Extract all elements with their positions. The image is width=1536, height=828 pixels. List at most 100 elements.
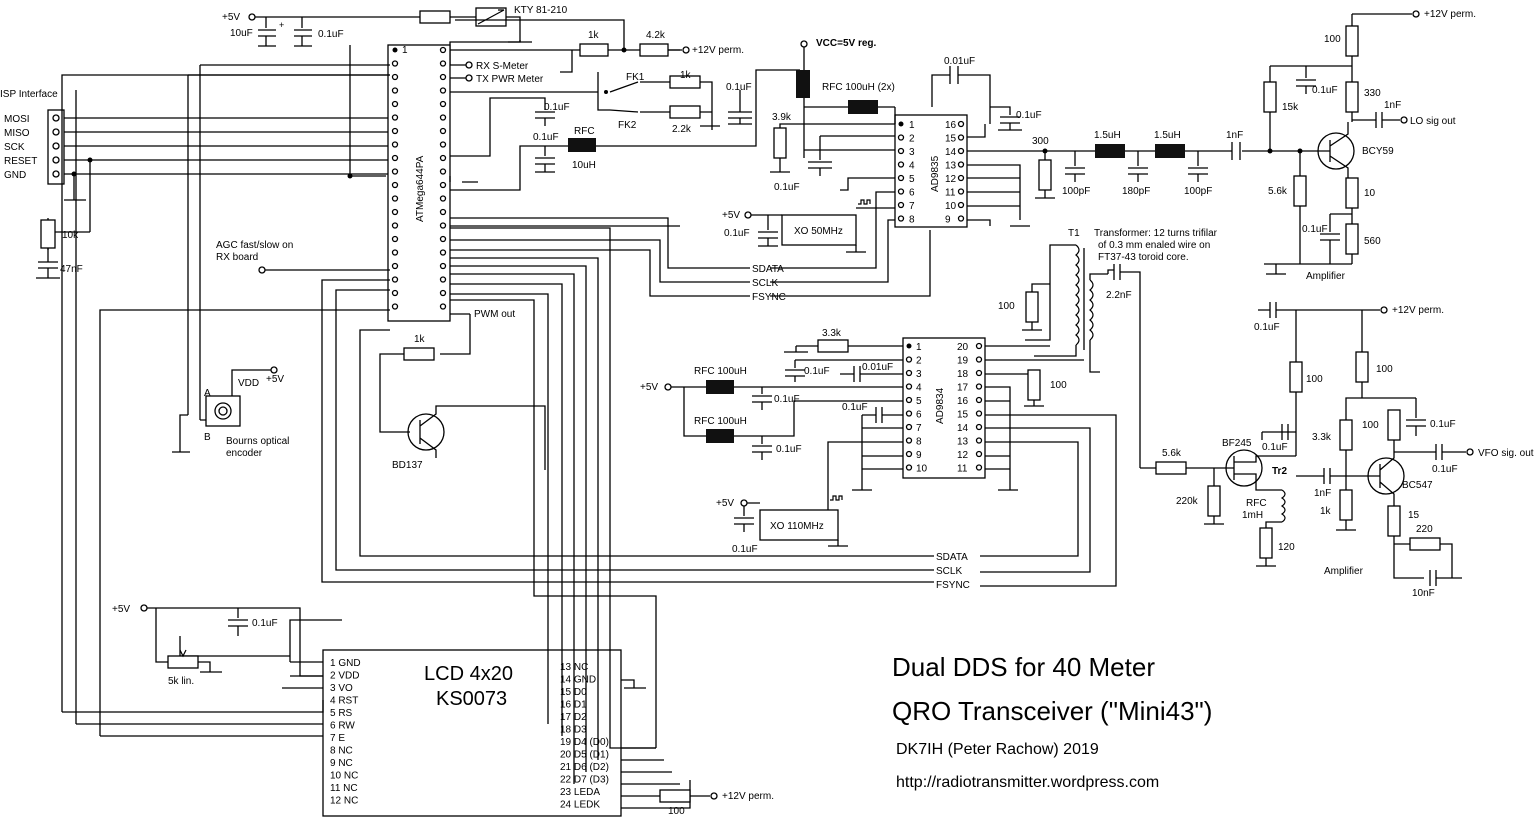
dds2-right-pin: 17	[957, 383, 969, 394]
top-power-section: +5V KTY 81-210 + 10uF 0.1uF 1k 4.2k +12V…	[222, 5, 744, 73]
isp-title: ISP Interface	[0, 89, 58, 100]
dds2-c3: 0.1uF	[774, 394, 800, 405]
mcu-pin-icon	[391, 141, 399, 148]
dds2-right-pin: 13	[957, 437, 969, 448]
lcd-pot: 5k lin.	[168, 676, 194, 687]
vfo-ccol: 0.1uF	[1430, 419, 1456, 430]
r-reset-label: 10k	[62, 230, 79, 241]
dds2-rfc2: RFC 100uH	[694, 416, 747, 427]
resistor-10	[1345, 177, 1359, 209]
isp-pin-label: MISO	[4, 128, 30, 139]
lo-rbb: 5.6k	[1268, 186, 1288, 197]
dds1-pin-icon	[897, 161, 905, 168]
mcu-pin-icon	[391, 208, 399, 216]
lcd-left-pin: 8 NC	[330, 746, 353, 757]
vfo-rb2: 1k	[1320, 506, 1332, 517]
potentiometer-5k	[167, 655, 199, 669]
dds1-pin-icon	[897, 215, 905, 222]
dds1-right-pin: 13	[945, 161, 957, 172]
vfo-rcoll: 100	[1376, 364, 1393, 375]
isp-pin-icon	[52, 114, 60, 122]
lo-rcoll: 330	[1364, 88, 1381, 99]
rfc-val-label: 10uH	[572, 160, 596, 171]
ad9835-body	[894, 114, 968, 228]
vfo-rdrain: 100	[1306, 374, 1323, 385]
vfo-rgate: 5.6k	[1162, 448, 1182, 459]
lo-out-label: LO sig out	[1410, 116, 1456, 127]
lo-supply: +12V perm.	[1424, 9, 1476, 20]
enc-b: B	[204, 432, 211, 443]
resistor-300	[1038, 159, 1052, 191]
lp-r-label: 300	[1032, 136, 1049, 147]
mcu-pin-icon	[439, 235, 447, 243]
mcu-pin-icon	[439, 114, 447, 121]
mcu-pin-icon	[439, 73, 447, 81]
dds1-xo-c: 0.1uF	[724, 228, 750, 239]
dds1-pin-icon	[957, 188, 965, 195]
dds2-c4: 0.1uF	[776, 444, 802, 455]
resistor-560	[1345, 223, 1359, 255]
mcu-pin-icon	[439, 276, 447, 283]
resistor-330	[1345, 81, 1359, 113]
dds2-left-pin: 4	[916, 383, 922, 394]
vfo-ctop: 0.1uF	[1254, 322, 1280, 333]
lcd-name2: KS0073	[436, 688, 507, 710]
dds1-pin-icon	[957, 147, 965, 155]
mcu: ATMega644PA 1 RX S-Meter TX PWR Meter PW…	[187, 44, 544, 420]
dds2-pin-icon	[975, 450, 983, 458]
dds1-right-pin: 9	[945, 215, 951, 226]
resistor-100-col2	[1387, 409, 1401, 441]
t1-desc2: of 0.3 mm enaled wire on	[1098, 240, 1210, 251]
encoder-knob-icon	[214, 402, 232, 420]
rfc-label: RFC	[574, 126, 595, 137]
mcu-pin-icon	[439, 168, 447, 175]
lcd-left-pin: 11 NC	[330, 783, 358, 794]
dds1-rfc-label: RFC 100uH (2x)	[822, 82, 895, 93]
fk-c-label: 0.1uF	[726, 82, 752, 93]
vfo-remit: 15	[1408, 510, 1420, 521]
bd137-transistor-icon	[407, 413, 445, 451]
dds2-xo-vcc: +5V	[716, 498, 734, 509]
dds2-right-pin: 19	[957, 356, 969, 367]
dds1-pin-icon	[957, 201, 965, 209]
isp-connector	[47, 109, 65, 185]
fk2-label: FK2	[618, 120, 637, 131]
resistor-4k2	[639, 43, 669, 57]
dds1-xo-vcc: +5V	[722, 210, 740, 221]
resistor-220	[1409, 537, 1441, 551]
lcd-left-pin: 10 NC	[330, 771, 358, 782]
dds2-left-pin: 6	[916, 410, 922, 421]
lcd-right-pin: 14 GND	[560, 675, 596, 686]
dds1-vcc-label: VCC=5V reg.	[816, 38, 877, 49]
dds1-right-pin: 12	[945, 174, 957, 185]
dds2-left-pin: 1	[916, 342, 922, 353]
dds1-ctop-label: 0.01uF	[944, 56, 975, 67]
terminal-icon	[682, 46, 690, 54]
lowpass-filter: 300 1.5uH 1.5uH 100pF 180pF 100pF 1nF	[967, 130, 1300, 199]
isp-pin-icon	[52, 142, 60, 150]
enc-name1: Bourns optical	[226, 436, 289, 447]
dds1-pin-icon	[957, 120, 965, 128]
c-left2-label: 0.1uF	[533, 132, 559, 143]
dds2-right-pin: 20	[957, 342, 969, 353]
resistor-5k6	[1293, 175, 1307, 207]
resistor-3k3	[817, 339, 849, 353]
isp-pin-icon	[52, 156, 60, 164]
vfo-fet: BF245	[1222, 438, 1252, 449]
c-reset-label: 47nF	[60, 264, 83, 275]
dds2-rtop: 3.3k	[822, 328, 842, 339]
dds1-pin-icon	[957, 215, 965, 222]
dds2-left-pin: 5	[916, 396, 922, 407]
t1-desc1: Transformer: 12 turns trifilar	[1094, 228, 1218, 239]
dds2-pin-icon	[975, 383, 983, 390]
lcd-right-pin: 22 D7 (D3)	[560, 775, 609, 786]
resistor	[419, 10, 451, 24]
mcu-pin-icon	[391, 114, 399, 121]
dds2-left-pin: 10	[916, 464, 928, 475]
agc-line1: AGC fast/slow on	[216, 240, 293, 251]
lo-transistor: BCY59	[1362, 146, 1394, 157]
vfo-amp-title: Amplifier	[1324, 566, 1364, 577]
dds1-right-pin: 14	[945, 147, 957, 158]
